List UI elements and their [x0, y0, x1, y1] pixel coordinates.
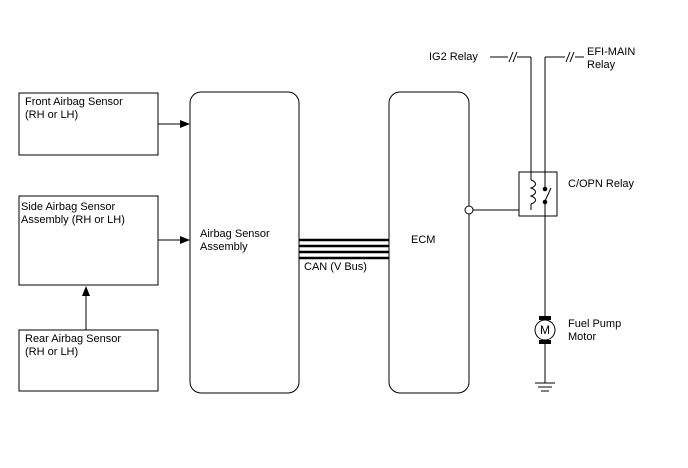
copn-relay-label: C/OPN Relay	[568, 178, 635, 190]
copn-relay-symbol	[518, 171, 558, 217]
efi-main-label: EFI-MAIN Relay	[587, 46, 635, 72]
efi-main-relay-wire	[544, 51, 584, 172]
airbag-assembly-line2: Assembly	[200, 241, 248, 253]
fuel-pump-motor-symbol: M	[534, 316, 556, 344]
side-sensor-label: Side Airbag Sensor Assembly (RH or LH)	[21, 201, 125, 227]
rear-sensor-line1: Rear Airbag Sensor	[25, 333, 121, 345]
side-sensor-line1: Side Airbag Sensor	[21, 201, 116, 213]
ecm-label: ECM	[411, 234, 436, 246]
motor-symbol-text: M	[540, 323, 550, 337]
can-bus-label: CAN (V Bus)	[304, 261, 367, 273]
front-airbag-sensor-box	[18, 92, 159, 156]
ground-icon	[535, 382, 555, 392]
side-airbag-sensor-box	[18, 195, 159, 286]
ecm-box	[388, 91, 470, 394]
ig2-relay-wire	[490, 51, 532, 172]
rear-sensor-line2: (RH or LH)	[25, 346, 79, 358]
efi-main-line1: EFI-MAIN	[587, 46, 636, 58]
fuel-pump-line1: Fuel Pump	[568, 318, 622, 330]
front-sensor-line2: (RH or LH)	[25, 109, 79, 121]
ecm-terminal	[464, 205, 474, 215]
front-sensor-label: Front Airbag Sensor (RH or LH)	[25, 96, 123, 122]
fuel-pump-line2: Motor	[568, 331, 597, 343]
rear-sensor-label: Rear Airbag Sensor (RH or LH)	[25, 333, 121, 359]
fuel-pump-label: Fuel Pump Motor	[568, 318, 621, 344]
front-sensor-line1: Front Airbag Sensor	[25, 96, 123, 108]
airbag-sensor-assembly-box	[189, 91, 300, 394]
ig2-relay-label: IG2 Relay	[429, 51, 478, 63]
rear-airbag-sensor-box	[18, 329, 159, 392]
airbag-assembly-label: Airbag Sensor Assembly	[200, 228, 270, 254]
side-sensor-line2: Assembly (RH or LH)	[21, 214, 125, 226]
efi-main-line2: Relay	[587, 59, 616, 71]
can-bus-lines	[299, 238, 389, 260]
airbag-assembly-line1: Airbag Sensor	[200, 228, 270, 240]
